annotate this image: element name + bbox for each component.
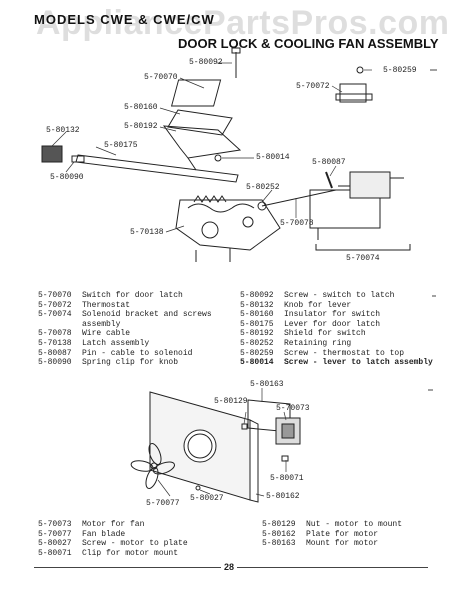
callout-5-80192: 5-80192 xyxy=(124,122,158,131)
latch-assembly xyxy=(175,199,281,251)
callout-5-70077: 5-70077 xyxy=(146,499,180,508)
callout-5-80027: 5-80027 xyxy=(190,494,224,503)
callout-5-80090: 5-80090 xyxy=(50,173,84,182)
callout-5-80162: 5-80162 xyxy=(266,492,300,501)
callout-5-80160: 5-80160 xyxy=(124,103,158,112)
fan-blade xyxy=(130,443,175,489)
callout-5-80163: 5-80163 xyxy=(250,380,284,389)
door-latch-lever xyxy=(75,154,239,183)
door-latch-switch xyxy=(170,79,222,107)
callout-5-70072: 5-70072 xyxy=(296,82,330,91)
callout-5-80259: 5-80259 xyxy=(383,66,417,75)
watermark: AppliancePartsPros.com xyxy=(36,4,450,42)
page-title: DOOR LOCK & COOLING FAN ASSEMBLY xyxy=(178,36,439,51)
callout-5-70138: 5-70138 xyxy=(130,228,164,237)
callout-5-80175: 5-80175 xyxy=(104,141,138,150)
callout-5-80129: 5-80129 xyxy=(214,397,248,406)
callout-5-80132: 5-80132 xyxy=(46,126,80,135)
solenoid xyxy=(349,171,391,199)
callout-5-80014: 5-80014 xyxy=(256,153,290,162)
callout-5-70074: 5-70074 xyxy=(346,254,380,263)
page-number: 28 xyxy=(221,562,238,572)
callout-5-70078: 5-70078 xyxy=(280,219,314,228)
switch-shield xyxy=(162,125,242,159)
callout-5-80071: 5-80071 xyxy=(270,474,304,483)
model-header: MODELS CWE & CWE/CW xyxy=(34,12,215,27)
callout-5-70073: 5-70073 xyxy=(276,404,310,413)
switch-insulator xyxy=(167,109,233,136)
callout-5-80252: 5-80252 xyxy=(246,183,280,192)
lever-knob xyxy=(41,145,63,163)
table-row: assembly xyxy=(82,319,121,329)
thermostat xyxy=(339,83,367,103)
callout-5-80087: 5-80087 xyxy=(312,158,346,167)
callout-5-80092: 5-80092 xyxy=(189,58,223,67)
callout-5-70070: 5-70070 xyxy=(144,73,178,82)
